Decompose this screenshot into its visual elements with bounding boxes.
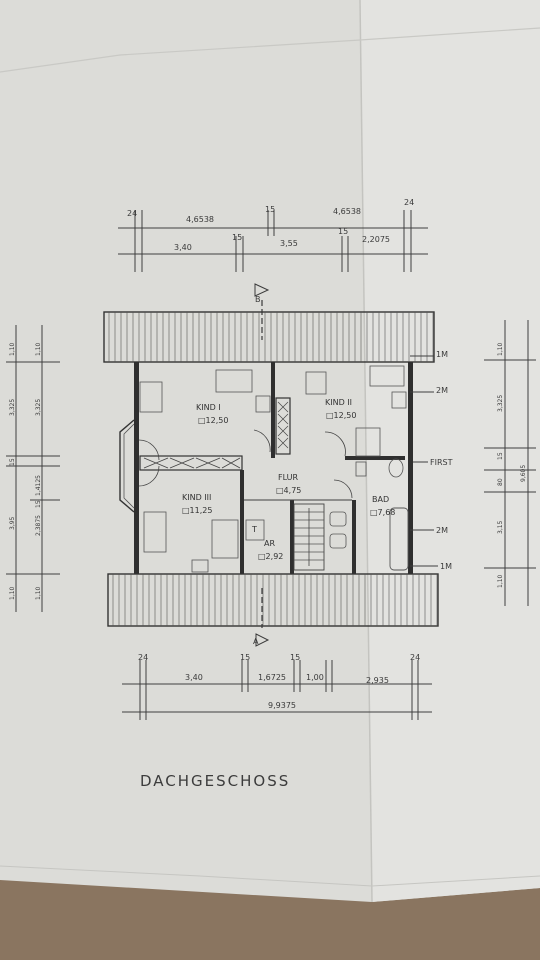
room-area-flur: □4,75 [276,486,301,495]
height-mark-1m-top: 1M [436,350,448,359]
left-dim-outer-1: 1,10 [9,342,16,356]
bottom-dim-7: 2,935 [366,676,389,685]
left-dim-inner-5: 2,3875 [35,515,42,536]
paper-right-panel [360,0,540,902]
top-dim-10: 2,2075 [362,235,390,244]
right-dim-inner-5: 3,15 [497,520,504,534]
paper-fold-bottom [0,865,540,887]
section-label-b: B [255,295,261,304]
top-dim-2: 4,6538 [186,215,214,224]
right-dim-inner-1: 1,10 [497,342,504,356]
room-name-ar: AR [264,539,275,548]
plan-title: DACHGESCHOSS [140,772,290,790]
section-label-a: A [253,637,259,646]
height-mark-2m-top: 2M [436,386,448,395]
left-dim-outer-5: 1,10 [9,586,16,600]
height-marks: 1M 2M FIRST 2M 1M [410,350,453,571]
room-name-kind-3: KIND III [182,493,211,502]
top-dimension-lines: 24 4,6538 15 4,6538 24 3,40 15 3,55 15 2… [118,198,428,272]
left-dim-inner-1: 1,10 [35,342,42,356]
bottom-dimension-lines: 24 3,40 15 1,6725 15 1,00 2,935 24 9,937… [122,653,432,720]
roof-top-strip [103,311,435,363]
bottom-dim-6: 1,00 [306,673,324,682]
right-dim-inner-6: 1,10 [497,574,504,588]
section-mark-b: B [254,283,270,340]
right-dim-inner-3: 15 [497,452,504,460]
paper-fold-top [0,27,540,73]
right-dim-inner-4: 80 [497,478,504,486]
top-dim-1: 24 [127,209,137,218]
left-dim-inner-3: 1,4125 [35,475,42,496]
top-dim-5: 24 [404,198,414,207]
left-dim-outer-4: 3,95 [9,516,16,530]
left-dim-inner-6: 1,10 [35,586,42,600]
room-area-kind-1: □12,50 [198,416,228,425]
top-dim-8: 3,55 [280,239,298,248]
roof-bottom-strip [107,573,439,627]
room-name-kind-1: KIND I [196,403,221,412]
section-mark-a: A [253,588,270,647]
room-name-flur: FLUR [278,473,299,482]
left-dim-outer-3: 15 [9,458,16,466]
right-dim-inner-2: 3,325 [497,395,504,412]
top-dim-9: 15 [338,227,348,236]
room-area-bad: □7,68 [370,508,395,517]
left-dim-outer-2: 3,325 [9,399,16,416]
paper-fold-vertical [359,0,373,903]
height-mark-1m-bottom: 1M [440,562,452,571]
height-mark-first: FIRST [430,458,453,467]
right-dim-outer-1: 9,605 [520,465,527,482]
bottom-dim-4: 1,6725 [258,673,286,682]
left-dim-inner-2: 3,325 [35,399,42,416]
top-dim-6: 3,40 [174,243,192,252]
left-dim-inner-4: 15 [35,500,42,508]
room-name-bad: BAD [372,495,389,504]
bottom-dim-8: 24 [410,653,420,662]
bottom-dim-2: 3,40 [185,673,203,682]
right-dimension-lines: 1,10 3,325 15 80 3,15 1,10 9,605 [484,320,536,606]
house-walls: KIND I □12,50 KIND II □12,50 KIND III □1… [119,362,413,574]
top-dim-7: 15 [232,233,242,242]
room-area-ar: □2,92 [258,552,283,561]
room-name-kind-2: KIND II [325,398,352,407]
top-dim-3: 15 [265,205,275,214]
fixture-label-t: T [251,525,257,534]
room-area-kind-2: □12,50 [326,411,356,420]
height-mark-2m-bottom: 2M [436,526,448,535]
bottom-dim-5: 15 [290,653,300,662]
left-dimension-lines: 1,10 3,325 15 3,95 1,10 1,10 3,325 1,4125 15 2,38… [6,325,60,612]
bottom-dim-3: 15 [240,653,250,662]
bottom-total: 9,9375 [268,701,296,710]
room-area-kind-3: □11,25 [182,506,212,515]
top-dim-4: 4,6538 [333,207,361,216]
bottom-dim-1: 24 [138,653,148,662]
